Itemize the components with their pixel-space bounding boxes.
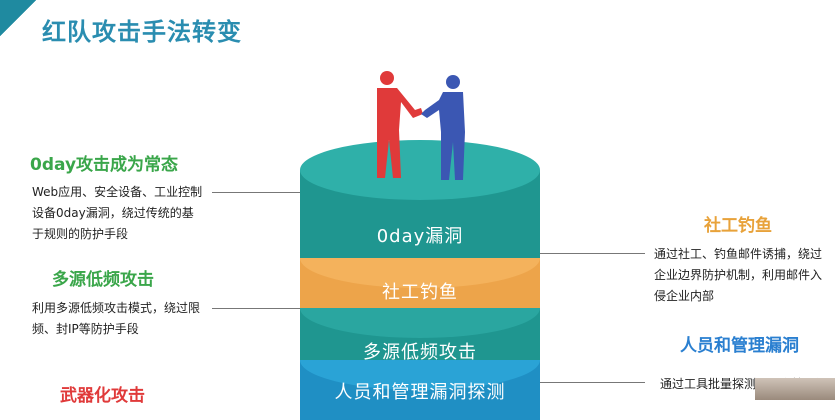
layer-label: 人员和管理漏洞探测 [334, 382, 506, 403]
section-title-0day: 0day攻击成为常态 [30, 155, 179, 175]
section-body-phishing: 通过社工、钓鱼邮件诱捕，绕过 企业边界防护机制，利用邮件入 侵企业内部 [654, 244, 822, 307]
section-body-line: 企业边界防护机制，利用邮件入 [654, 268, 823, 282]
connector-line-right2 [540, 382, 645, 383]
section-body-line: 利用多源低频攻击模式，绕过限 [32, 301, 201, 315]
layer-label: 0day漏洞 [376, 226, 464, 247]
section-body-line: 频、封IP等防护手段 [32, 322, 139, 336]
section-body-line: 侵企业内部 [654, 289, 715, 303]
connector-line-left1 [212, 192, 300, 193]
corner-decoration [0, 0, 36, 36]
layer-label: 多源低频攻击 [363, 342, 477, 363]
section-body-line: 于规则的防护手段 [32, 227, 129, 241]
layer-label: 社工钓鱼 [382, 282, 458, 303]
page-title: 红队攻击手法转变 [42, 18, 242, 46]
connector-line-right1 [540, 253, 645, 254]
section-body-0day: Web应用、安全设备、工业控制 设备0day漏洞，绕过传统的基 于规则的防护手段 [32, 182, 202, 245]
section-title-weaponized: 武器化攻击 [60, 386, 145, 406]
section-body-line: Web应用、安全设备、工业控制 [32, 185, 203, 199]
video-thumbnail [755, 378, 835, 400]
section-body-line: 设备0day漏洞，绕过传统的基 [32, 206, 194, 220]
section-title-phishing: 社工钓鱼 [704, 216, 772, 236]
handshake-figures-icon [377, 71, 465, 180]
section-title-personnel: 人员和管理漏洞 [680, 336, 799, 356]
layered-cylinder-diagram: 人员和管理漏洞探测 多源低频攻击 社工钓鱼 0day漏洞 [300, 140, 540, 420]
section-body-line: 通过社工、钓鱼邮件诱捕，绕过 [654, 247, 823, 261]
connector-line-left2 [212, 308, 300, 309]
section-title-multisource: 多源低频攻击 [52, 270, 154, 290]
section-body-multisource: 利用多源低频攻击模式，绕过限 频、封IP等防护手段 [32, 298, 200, 340]
